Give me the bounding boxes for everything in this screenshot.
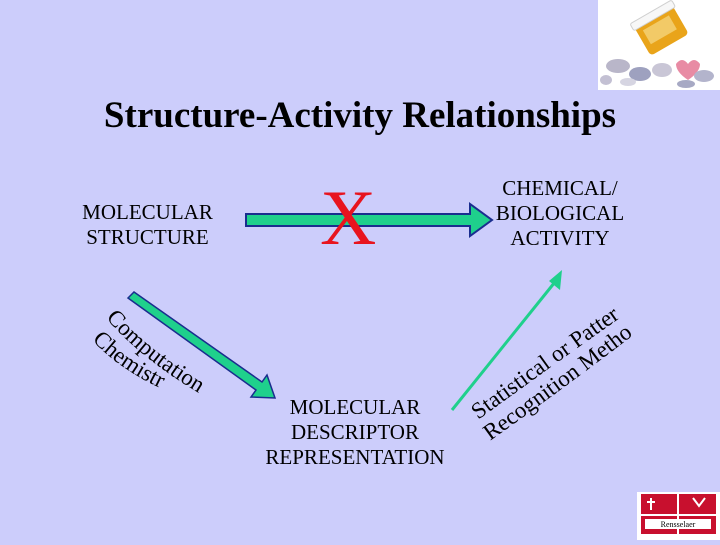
molecular-descriptor-line-3: REPRESENTATION xyxy=(265,445,445,469)
chemical-activity-line-3: ACTIVITY xyxy=(510,226,610,250)
chemical-activity-label: CHEMICAL/ BIOLOGICAL ACTIVITY xyxy=(470,176,650,251)
molecular-descriptor-label: MOLECULAR DESCRIPTOR REPRESENTATION xyxy=(245,395,465,470)
rensselaer-logo-graphic: Rensselaer xyxy=(637,492,720,540)
molecular-descriptor-line-2: DESCRIPTOR xyxy=(291,420,419,444)
pills-image xyxy=(598,0,720,90)
molecular-structure-label: MOLECULAR STRUCTURE xyxy=(70,200,225,250)
direct-arrow xyxy=(245,202,494,238)
chemical-activity-line-2: BIOLOGICAL xyxy=(495,201,625,225)
no-direct-link-x: X xyxy=(320,174,377,261)
molecular-descriptor-line-1: MOLECULAR xyxy=(289,395,421,419)
computational-arrow xyxy=(126,291,277,399)
slide-title: Structure-Activity Relationships xyxy=(103,95,617,136)
molecular-structure-line-1: MOLECULAR xyxy=(82,200,213,224)
logo-text: Rensselaer xyxy=(661,520,696,529)
rensselaer-logo: Rensselaer xyxy=(637,492,720,540)
molecular-structure-line-2: STRUCTURE xyxy=(86,225,209,249)
edge-label-right-1: Statistical or Pattern xyxy=(0,0,623,424)
chemical-activity-line-1: CHEMICAL/ xyxy=(502,176,618,200)
statistical-arrow xyxy=(450,270,562,411)
